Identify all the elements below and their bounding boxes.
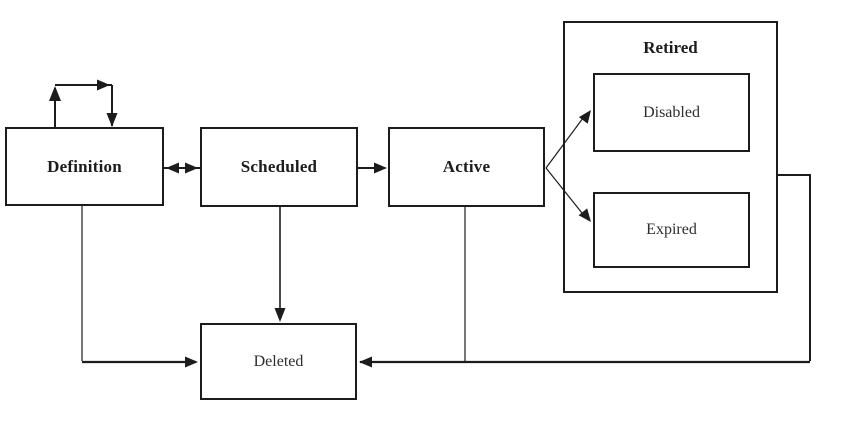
edge-definition-self-loop (49, 79, 118, 127)
state-definition: Definition (5, 127, 164, 206)
state-expired: Expired (593, 192, 750, 268)
edge-scheduled-deleted (274, 207, 286, 322)
state-active: Active (388, 127, 545, 207)
state-deleted-label: Deleted (253, 352, 304, 370)
state-disabled: Disabled (593, 73, 750, 152)
state-definition-label: Definition (47, 156, 122, 176)
state-scheduled: Scheduled (200, 127, 358, 207)
edge-definition-scheduled-bidirectional (164, 162, 200, 174)
state-disabled-label: Disabled (643, 103, 700, 121)
state-deleted: Deleted (200, 323, 357, 400)
state-retired-label: Retired (643, 38, 698, 57)
state-scheduled-label: Scheduled (240, 157, 318, 176)
edge-definition-deleted (81, 206, 198, 368)
edge-scheduled-active (358, 162, 387, 174)
state-active-label: Active (442, 157, 491, 176)
state-expired-label: Expired (646, 221, 697, 238)
